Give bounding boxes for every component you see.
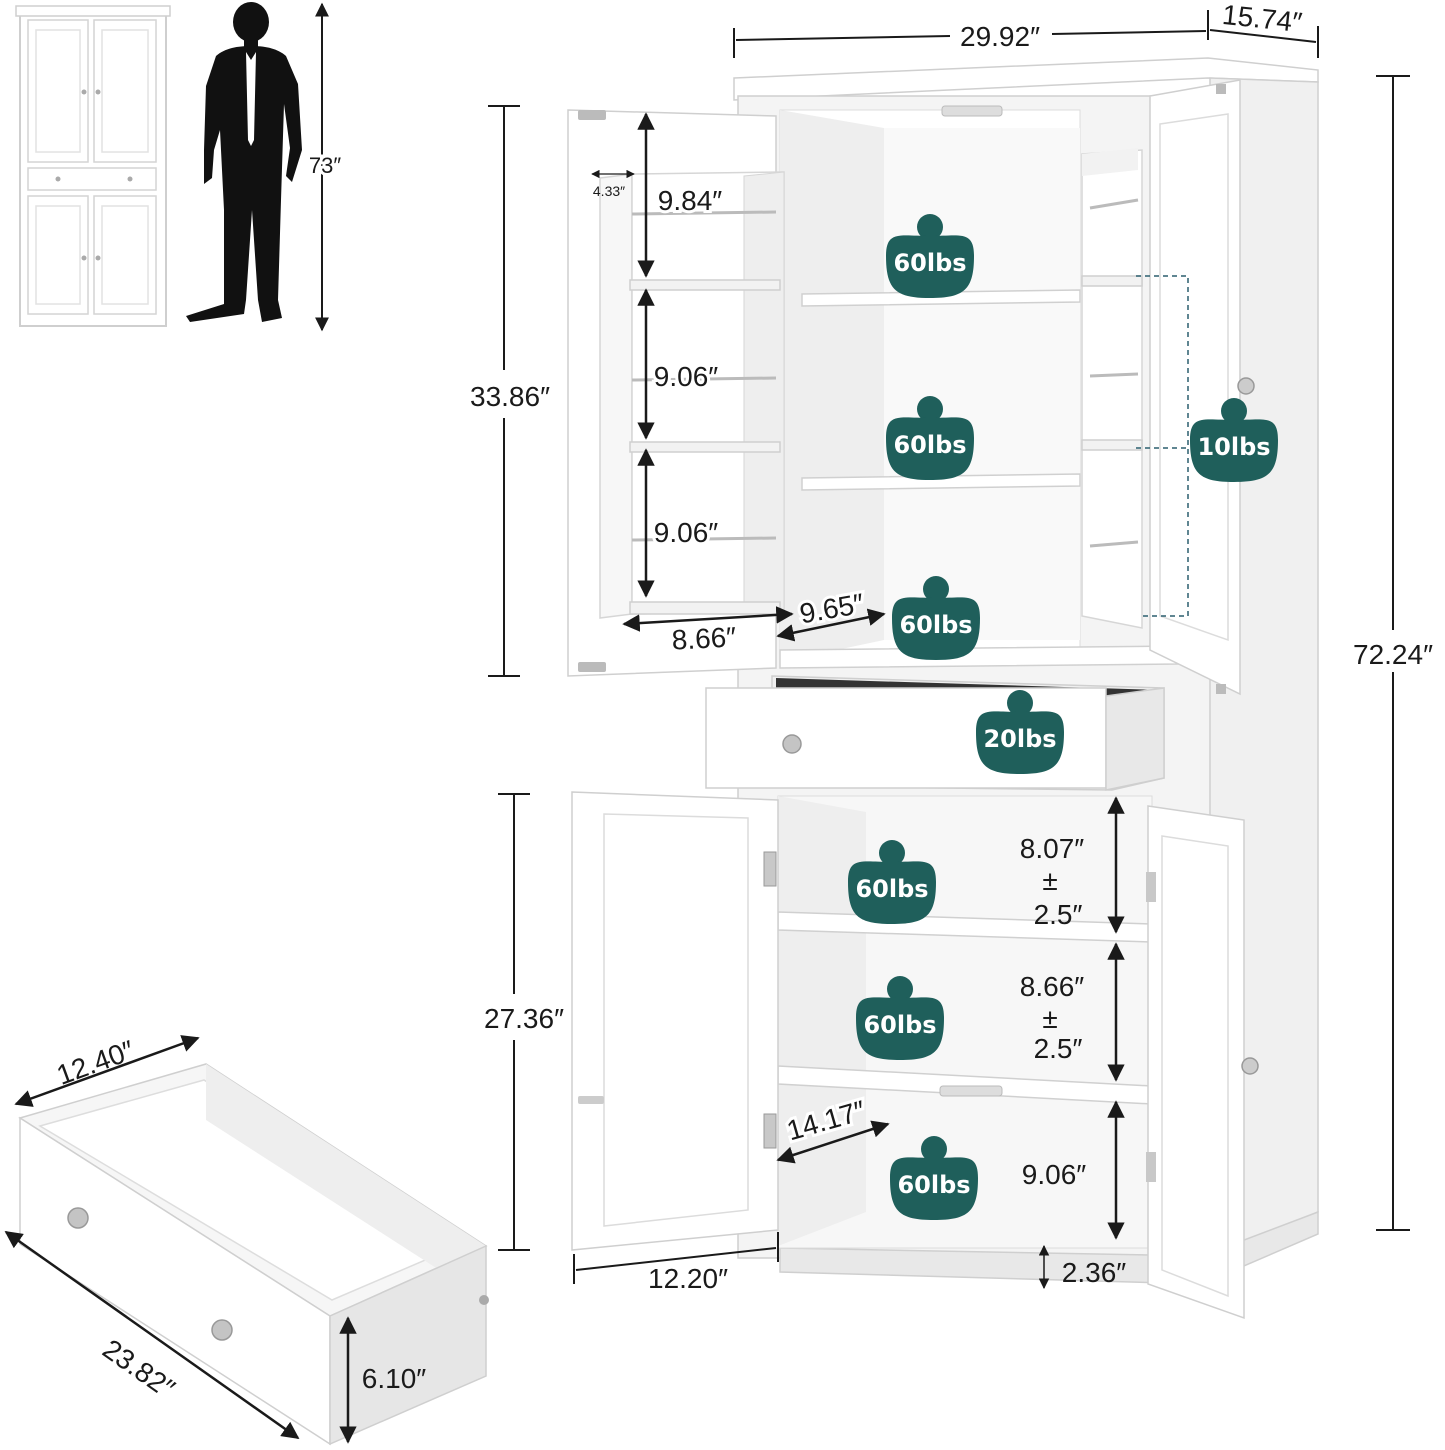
lower-gap-1-label: 8.07″ xyxy=(1020,833,1084,864)
lower-gap-3-label: 9.06″ xyxy=(1022,1159,1086,1190)
door-rack-depth-label: 4.33″ xyxy=(593,183,625,199)
weight-label-lower-1: 60lbs xyxy=(855,875,928,903)
upper-door-width-label: 8.66″ xyxy=(671,621,737,655)
weight-label-upper-1: 60lbs xyxy=(893,249,966,277)
weight-labels: 60lbs 60lbs 60lbs 10lbs 20lbs 60lbs 60lb… xyxy=(855,249,1270,1199)
drawer-length-label: 23.82″ xyxy=(97,1333,180,1404)
dimension-lines xyxy=(488,10,1410,1284)
upper-door-shelf-2-label: 9.06″ xyxy=(654,361,718,392)
lower-gap-1-adjust: 2.5″ xyxy=(1034,899,1083,930)
arrow-dimensions xyxy=(4,112,1125,1444)
drawer-depth-label: 12.40″ xyxy=(53,1034,139,1091)
lower-gap-1-tolerance: ± xyxy=(1042,865,1057,896)
drawer-height-label: 6.10″ xyxy=(362,1363,426,1394)
lower-door-width-label: 12.20″ xyxy=(648,1263,728,1294)
upper-door-shelf-1-label: 9.84″ xyxy=(658,185,722,216)
person-height-label: 73″ xyxy=(309,153,341,178)
person-silhouette xyxy=(186,2,302,322)
person-height-dimension: 73″ xyxy=(306,2,344,332)
upper-height-label: 33.86″ xyxy=(470,381,550,412)
weight-label-lower-3: 60lbs xyxy=(897,1171,970,1199)
weight-label-upper-2: 60lbs xyxy=(893,431,966,459)
overall-height-label: 72.24″ xyxy=(1353,639,1433,670)
weight-label-lower-2: 60lbs xyxy=(863,1011,936,1039)
lower-gap-2-adjust: 2.5″ xyxy=(1034,1033,1083,1064)
lower-gap-2-label: 8.66″ xyxy=(1020,971,1084,1002)
thumbnail-cabinet xyxy=(15,5,171,327)
weight-label-door-rack: 10lbs xyxy=(1197,433,1270,461)
lower-height-label: 27.36″ xyxy=(484,1003,564,1034)
overall-width-label: 29.92″ xyxy=(960,21,1040,52)
weight-label-drawer: 20lbs xyxy=(983,725,1056,753)
main-cabinet xyxy=(567,57,1319,1320)
upper-door-shelf-3-label: 9.06″ xyxy=(654,517,718,548)
base-height-label: 2.36″ xyxy=(1062,1257,1126,1288)
weight-label-upper-3: 60lbs xyxy=(899,611,972,639)
lower-gap-2-tolerance: ± xyxy=(1042,1003,1057,1034)
